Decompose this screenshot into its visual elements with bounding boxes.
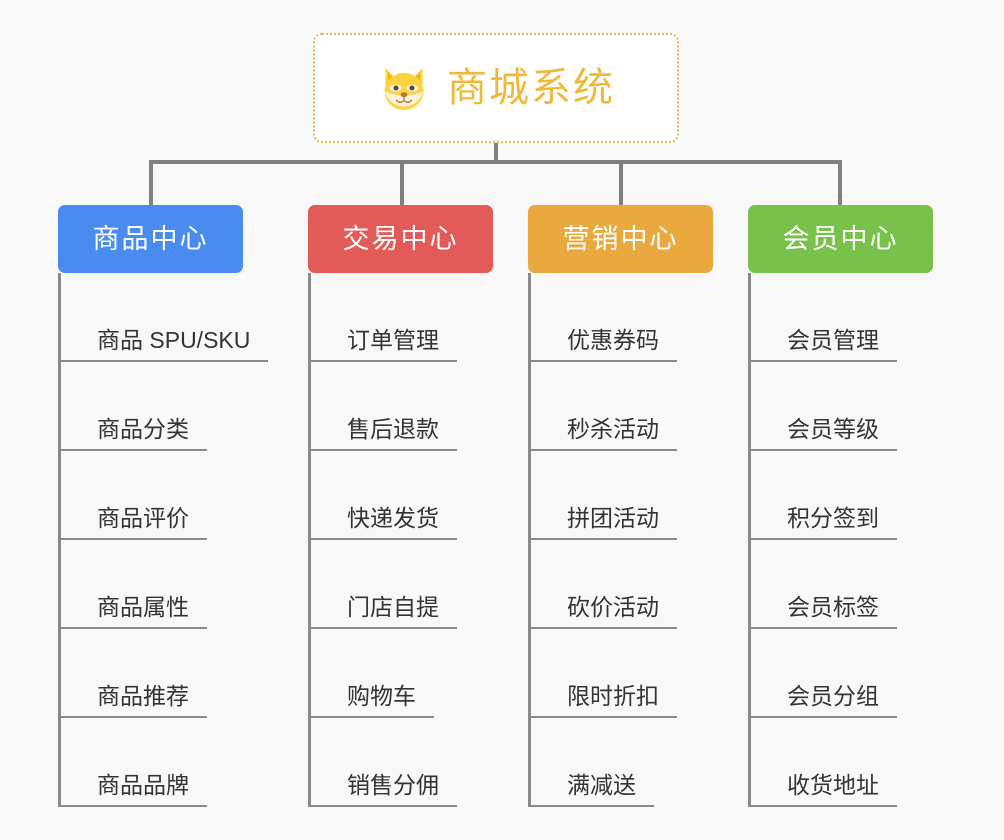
connector-horizontal-bus <box>150 160 840 164</box>
leaf-item[interactable]: 会员分组 <box>748 629 897 718</box>
leaf-label: 销售分佣 <box>347 772 439 798</box>
leaf-underline <box>311 627 457 629</box>
leaf-label: 会员管理 <box>787 327 879 353</box>
leaf-item[interactable]: 优惠券码 <box>528 273 677 362</box>
category-header-4[interactable]: 会员中心 <box>748 205 933 273</box>
leaf-label: 优惠券码 <box>567 327 659 353</box>
leaf-label: 秒杀活动 <box>567 416 659 442</box>
leaf-item[interactable]: 会员标签 <box>748 540 897 629</box>
leaf-item[interactable]: 售后退款 <box>308 362 457 451</box>
category-label: 会员中心 <box>782 223 899 254</box>
leaf-item[interactable]: 商品评价 <box>58 451 207 540</box>
leaf-underline <box>311 449 457 451</box>
leaf-label: 商品品牌 <box>97 772 189 798</box>
leaf-label: 售后退款 <box>347 416 439 442</box>
leaf-label: 收货地址 <box>787 772 879 798</box>
leaf-underline <box>311 805 457 807</box>
leaf-item[interactable]: 砍价活动 <box>528 540 677 629</box>
leaf-label: 会员等级 <box>787 416 879 442</box>
leaf-item[interactable]: 销售分佣 <box>308 718 457 807</box>
leaf-item[interactable]: 满减送 <box>528 718 654 807</box>
category-label: 营销中心 <box>562 223 679 254</box>
leaf-underline <box>531 716 677 718</box>
leaf-underline <box>751 716 897 718</box>
connector-root-stem <box>494 143 498 164</box>
leaf-label: 限时折扣 <box>567 683 659 709</box>
leaf-item[interactable]: 积分签到 <box>748 451 897 540</box>
leaf-item[interactable]: 订单管理 <box>308 273 457 362</box>
leaf-label: 会员分组 <box>787 683 879 709</box>
leaf-item[interactable]: 秒杀活动 <box>528 362 677 451</box>
leaf-item[interactable]: 商品推荐 <box>58 629 207 718</box>
leaf-item[interactable]: 拼团活动 <box>528 451 677 540</box>
leaf-underline <box>61 805 207 807</box>
leaf-label: 购物车 <box>347 683 416 709</box>
leaf-underline <box>311 716 434 718</box>
leaf-label: 门店自提 <box>347 594 439 620</box>
column-spine-3 <box>528 273 531 807</box>
leaf-underline <box>311 538 457 540</box>
connector-drop-3 <box>619 160 623 206</box>
leaf-underline <box>311 360 457 362</box>
leaf-underline <box>531 627 677 629</box>
leaf-underline <box>61 449 207 451</box>
leaf-item[interactable]: 快递发货 <box>308 451 457 540</box>
leaf-underline <box>751 449 897 451</box>
leaf-underline <box>531 360 677 362</box>
category-header-3[interactable]: 营销中心 <box>528 205 713 273</box>
leaf-item[interactable]: 商品品牌 <box>58 718 207 807</box>
column-spine-1 <box>58 273 61 807</box>
connector-drop-1 <box>149 160 153 206</box>
leaf-label: 商品 SPU/SKU <box>97 327 251 353</box>
leaf-label: 商品评价 <box>97 505 189 531</box>
category-header-1[interactable]: 商品中心 <box>58 205 243 273</box>
leaf-underline <box>61 538 207 540</box>
leaf-underline <box>751 627 897 629</box>
leaf-label: 满减送 <box>567 772 636 798</box>
leaf-item[interactable]: 门店自提 <box>308 540 457 629</box>
leaf-underline <box>531 805 654 807</box>
leaf-item[interactable]: 商品 SPU/SKU <box>58 273 269 362</box>
leaf-label: 商品属性 <box>97 594 189 620</box>
shiba-inu-dog-face-icon <box>384 67 424 110</box>
category-label: 商品中心 <box>92 223 209 254</box>
connector-drop-4 <box>838 160 842 206</box>
leaf-label: 拼团活动 <box>567 505 659 531</box>
leaf-underline <box>751 360 897 362</box>
leaf-label: 砍价活动 <box>567 594 659 620</box>
leaf-underline <box>531 449 677 451</box>
leaf-label: 会员标签 <box>787 594 879 620</box>
leaf-label: 订单管理 <box>347 327 439 353</box>
leaf-label: 商品分类 <box>97 416 189 442</box>
leaf-item[interactable]: 会员等级 <box>748 362 897 451</box>
leaf-label: 快递发货 <box>347 505 439 531</box>
root-node[interactable]: 商城系统 <box>313 33 679 143</box>
leaf-item[interactable]: 购物车 <box>308 629 434 718</box>
connector-drop-2 <box>400 160 404 206</box>
column-spine-4 <box>748 273 751 807</box>
category-header-2[interactable]: 交易中心 <box>308 205 493 273</box>
leaf-label: 积分签到 <box>787 505 879 531</box>
leaf-underline <box>61 360 269 362</box>
leaf-item[interactable]: 限时折扣 <box>528 629 677 718</box>
leaf-underline <box>531 538 677 540</box>
leaf-item[interactable]: 商品属性 <box>58 540 207 629</box>
root-title: 商城系统 <box>447 66 615 110</box>
column-spine-2 <box>308 273 311 807</box>
leaf-item[interactable]: 商品分类 <box>58 362 207 451</box>
category-label: 交易中心 <box>342 223 459 254</box>
leaf-item[interactable]: 收货地址 <box>748 718 897 807</box>
leaf-underline <box>751 805 897 807</box>
leaf-underline <box>61 716 207 718</box>
leaf-underline <box>61 627 207 629</box>
leaf-label: 商品推荐 <box>97 683 189 709</box>
leaf-underline <box>751 538 897 540</box>
leaf-item[interactable]: 会员管理 <box>748 273 897 362</box>
